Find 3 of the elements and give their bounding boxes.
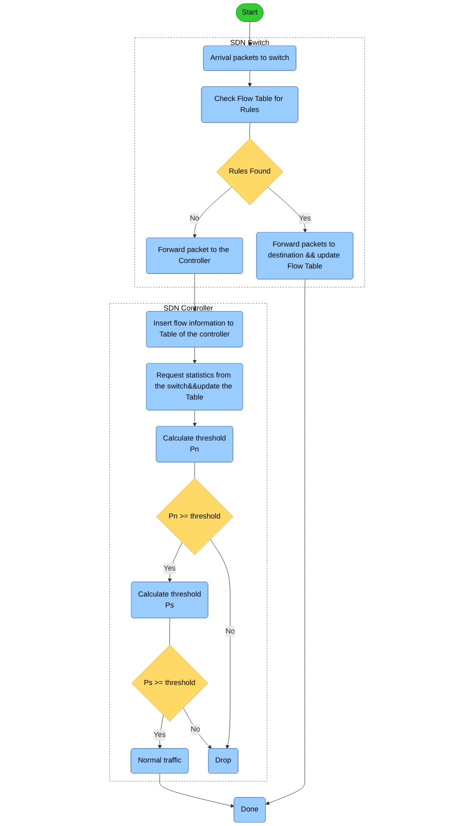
- connector: [249, 122, 250, 139]
- connector: [194, 462, 195, 478]
- connector: [169, 618, 170, 646]
